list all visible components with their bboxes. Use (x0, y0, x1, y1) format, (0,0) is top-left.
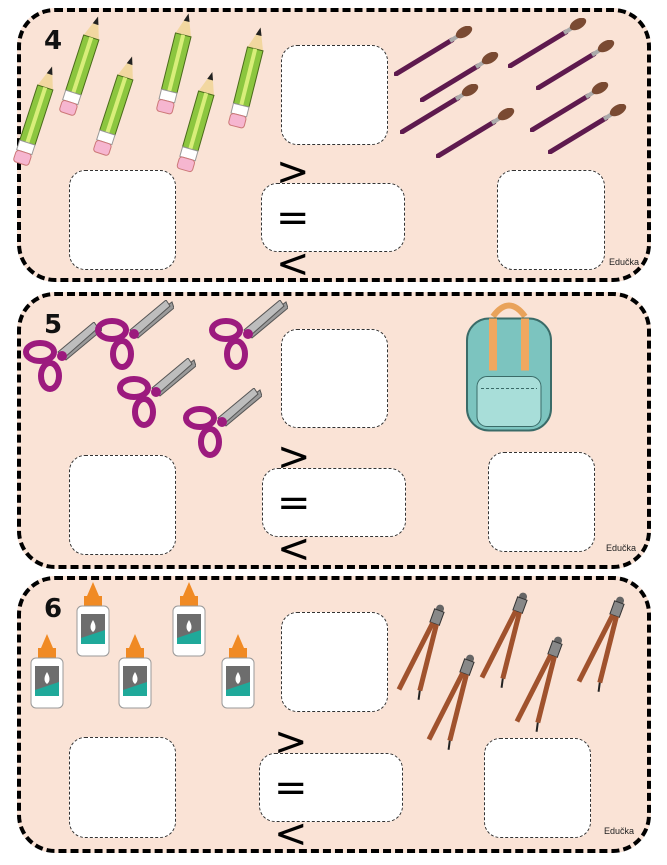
paintbrush-image (529, 81, 610, 133)
scissors-image (116, 357, 197, 428)
paintbrush-image (547, 103, 628, 155)
answer-box-top[interactable] (281, 612, 388, 712)
comparison-symbols[interactable]: > = < (261, 149, 405, 287)
pencil-image (151, 9, 200, 120)
pencil-image (54, 11, 110, 121)
answer-box-left[interactable] (69, 737, 176, 838)
glue-bottle-image (220, 634, 256, 710)
brand-label: Edučka (604, 826, 635, 836)
answer-box-top[interactable] (281, 329, 388, 428)
pencil-image (88, 51, 144, 161)
pencil-image (8, 61, 64, 171)
compass-image (477, 586, 539, 690)
exercise-number: 5 (44, 310, 63, 340)
scissors-image (208, 299, 289, 370)
paintbrush-image (535, 39, 616, 91)
exercise-number: 6 (44, 594, 63, 624)
comparison-symbols[interactable]: > = < (259, 719, 403, 857)
paintbrush-image (419, 51, 500, 103)
answer-box-right[interactable] (488, 452, 595, 552)
glue-bottle-image (117, 634, 153, 710)
brand-label: Edučka (606, 543, 637, 553)
pencil-image (223, 23, 272, 134)
paintbrush-image (399, 83, 480, 135)
pencil-image (172, 67, 225, 177)
glue-bottle-image (29, 634, 65, 710)
comparison-symbols[interactable]: > = < (262, 434, 406, 572)
paintbrush-image (507, 17, 588, 69)
compass-image (424, 648, 486, 752)
compass-image (574, 590, 636, 694)
scissors-image (182, 387, 263, 458)
glue-bottle-image (75, 582, 111, 658)
paintbrush-image (393, 25, 474, 77)
answer-box-left[interactable] (69, 455, 176, 555)
paintbrush-image (435, 107, 516, 159)
compass-image (394, 598, 456, 702)
compass-image (512, 630, 574, 734)
answer-box-right[interactable] (484, 738, 591, 838)
brand-label: Edučka (609, 257, 640, 267)
backpack-image (463, 298, 555, 435)
glue-bottle-image (171, 582, 207, 658)
scissors-image (22, 321, 103, 392)
answer-box-top[interactable] (281, 45, 388, 145)
answer-box-right[interactable] (497, 170, 605, 270)
exercise-number: 4 (44, 26, 63, 56)
answer-box-left[interactable] (69, 170, 176, 270)
